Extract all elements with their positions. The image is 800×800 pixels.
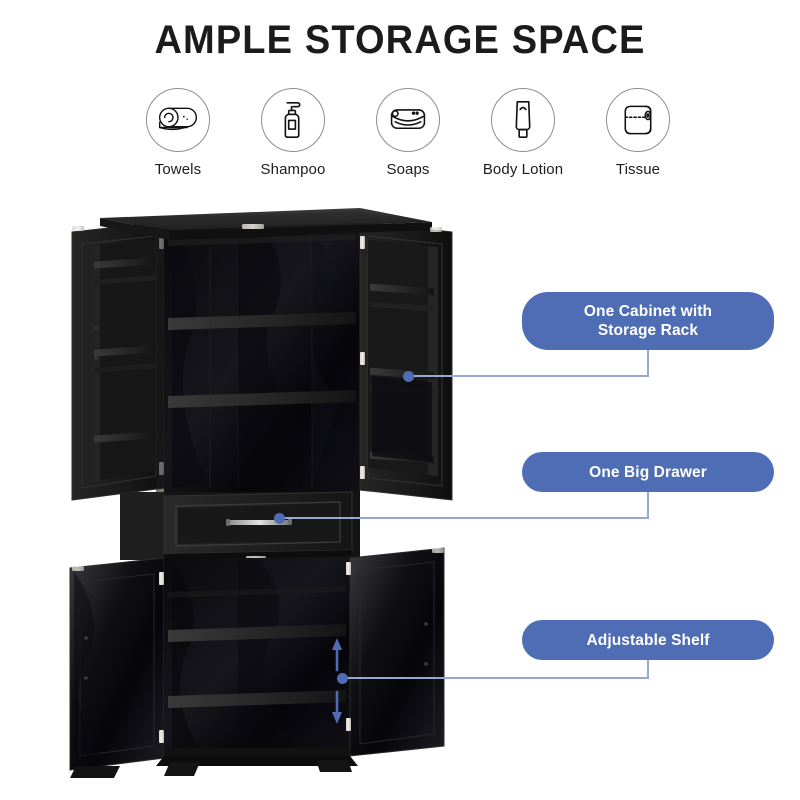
leader-line-vertical	[647, 350, 649, 377]
upper-cabinet-interior	[164, 222, 360, 492]
hinge	[159, 572, 164, 585]
product-image-storage-cabinet	[69, 208, 453, 778]
cabinet-base	[70, 748, 358, 778]
leader-line-horizontal	[280, 517, 649, 519]
interior-shelf	[168, 312, 356, 330]
callout-storage-rack[interactable]: One Cabinet with Storage Rack	[522, 292, 774, 350]
feature-item-tissue: Tissue	[588, 88, 688, 178]
hinge	[360, 466, 365, 479]
upper-left-door-rack	[90, 239, 156, 482]
feature-item-soaps: Soaps	[358, 88, 458, 178]
leader-line-vertical	[647, 660, 649, 678]
icon-circle	[491, 88, 555, 152]
foot	[70, 766, 120, 778]
feature-icon-row: Towels Shampoo	[128, 88, 688, 188]
upper-left-door	[71, 221, 165, 501]
leader-line-horizontal	[409, 375, 649, 377]
hinge	[346, 718, 351, 731]
lower-left-door	[69, 557, 165, 771]
feature-item-shampoo: Shampoo	[243, 88, 343, 178]
big-drawer	[163, 491, 353, 555]
hinge	[159, 730, 164, 743]
feature-label: Towels	[154, 161, 202, 178]
leader-line-horizontal	[343, 677, 649, 679]
rolled-towel-icon	[158, 107, 198, 131]
callout-big-drawer[interactable]: One Big Drawer	[522, 452, 774, 492]
feature-label: Soaps	[386, 161, 430, 178]
feature-label: Tissue	[615, 161, 661, 178]
feature-label: Shampoo	[260, 161, 326, 178]
top-bracket	[430, 227, 442, 232]
icon-circle	[376, 88, 440, 152]
feature-item-body-lotion: Body Lotion	[473, 88, 573, 178]
icon-circle	[606, 88, 670, 152]
callout-line-1: Adjustable Shelf	[586, 631, 710, 649]
adjustable-shelf	[168, 690, 346, 708]
page-title: AMPLE STORAGE SPACE	[154, 18, 646, 62]
leader-dot-storage-rack	[403, 371, 414, 382]
leader-dot-big-drawer	[274, 513, 285, 524]
hinge	[346, 562, 351, 575]
callout-line-1: One Cabinet with	[583, 303, 713, 320]
soap-bar-icon	[390, 109, 426, 129]
top-bracket	[242, 224, 264, 229]
adjustable-shelf	[168, 624, 346, 642]
upper-right-door-rack	[368, 240, 438, 476]
feature-item-towels: Towels	[128, 88, 228, 178]
callout-adjustable-shelf[interactable]: Adjustable Shelf	[522, 620, 774, 660]
lotion-tube-icon	[515, 101, 531, 139]
icon-circle	[261, 88, 325, 152]
callout-line-2: Storage Rack	[597, 322, 699, 339]
lower-cabinet-interior	[164, 558, 350, 756]
feature-label: Body Lotion	[482, 161, 564, 178]
foot	[316, 760, 352, 772]
hinge	[360, 236, 365, 249]
hinge	[360, 352, 365, 365]
drawer-section	[120, 491, 360, 561]
shampoo-pump-bottle-icon	[284, 102, 301, 138]
upper-right-door	[359, 221, 453, 501]
top-bracket	[72, 226, 84, 231]
icon-circle	[146, 88, 210, 152]
leader-line-vertical	[647, 492, 649, 518]
leader-dot-adjustable-shelf	[337, 673, 348, 684]
adjustable-shelf-arrows	[332, 638, 342, 724]
interior-shelf	[168, 390, 356, 408]
callout-line-1: One Big Drawer	[589, 463, 707, 481]
tissue-roll-icon	[624, 105, 652, 135]
lower-right-door	[346, 547, 445, 757]
foot	[164, 762, 200, 776]
cabinet-top-panel	[72, 208, 442, 240]
